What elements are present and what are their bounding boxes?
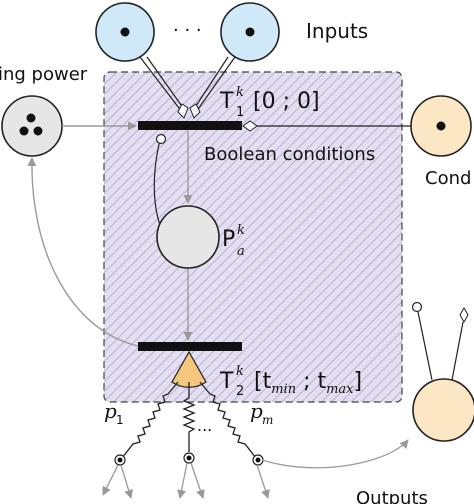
output-test-head <box>459 306 469 324</box>
svg-text:[0 ; 0]: [0 ; 0] <box>253 89 320 114</box>
pm-label: p m <box>250 399 273 427</box>
inhibitor-head <box>155 133 167 145</box>
token <box>120 27 130 37</box>
branch-2b <box>190 462 205 499</box>
pa-label: P k a <box>222 223 245 259</box>
output-junction-m <box>252 454 264 466</box>
svg-text:P: P <box>222 227 235 252</box>
branch-1a <box>102 464 119 496</box>
svg-text:T: T <box>219 369 234 394</box>
token <box>19 126 29 136</box>
svg-text:T: T <box>219 89 234 114</box>
svg-text:k: k <box>237 223 245 238</box>
arc-inputn-t1 <box>195 56 236 113</box>
output-junction-2 <box>183 452 195 464</box>
input-ellipsis: · · · <box>173 20 202 41</box>
outputs-label: Outputs <box>356 488 428 504</box>
branch-2a <box>177 462 188 499</box>
svg-text:p: p <box>250 399 263 423</box>
t2-label: T k 2 [tmin ; tmax] <box>219 364 362 399</box>
output-inhibitor-head <box>411 301 423 313</box>
arc-input1-t1 <box>139 56 183 113</box>
arc-inputn-t1b <box>191 56 229 113</box>
power-label: ing power <box>0 64 88 85</box>
token <box>245 27 255 37</box>
test-arc-head-2 <box>189 103 201 119</box>
p1-label: p 1 <box>104 399 124 427</box>
arc-t2-outm <box>199 381 257 459</box>
branch-1b <box>120 464 133 499</box>
token <box>436 121 446 131</box>
svg-text:2: 2 <box>236 384 244 399</box>
svg-text:m: m <box>262 413 273 427</box>
arc-input1-t1b <box>146 56 187 113</box>
output-test-arc-1 <box>417 311 433 381</box>
cond-label: Cond <box>425 168 471 189</box>
power-place <box>1 95 63 157</box>
svg-text:1: 1 <box>236 105 244 120</box>
svg-text:k: k <box>236 364 244 379</box>
token <box>26 113 36 123</box>
output-arc-ellipsis: ... <box>197 416 212 435</box>
branch-ma <box>256 464 270 499</box>
input-place-n <box>220 2 280 62</box>
output-junction-1 <box>114 454 126 466</box>
place-pa <box>156 205 220 269</box>
test-arc-head-cond <box>242 120 258 132</box>
test-arc-head-1 <box>177 103 189 119</box>
svg-text:a: a <box>237 244 245 259</box>
arc-t2-out1 <box>121 381 179 459</box>
output-test-arc-2 <box>451 321 464 381</box>
t1-label: T k 1 [0 ; 0] <box>219 85 320 120</box>
svg-text:1: 1 <box>116 413 124 427</box>
transition-t1 <box>138 121 242 130</box>
cond-place <box>410 95 472 157</box>
component-region <box>103 71 403 403</box>
svg-text:[tmin ; tmax]: [tmin ; tmax] <box>254 369 362 397</box>
input-place-1 <box>95 2 155 62</box>
boolean-conditions-label: Boolean conditions <box>204 144 375 165</box>
transition-t2 <box>138 342 242 351</box>
svg-text:p: p <box>104 399 117 423</box>
svg-text:k: k <box>236 85 244 100</box>
arc-junction-output <box>261 439 409 469</box>
token <box>33 126 43 136</box>
inputs-label: Inputs <box>306 19 368 43</box>
output-place <box>412 378 474 442</box>
arc-t2-out2 <box>182 382 196 452</box>
arc-t2-power <box>27 157 139 347</box>
